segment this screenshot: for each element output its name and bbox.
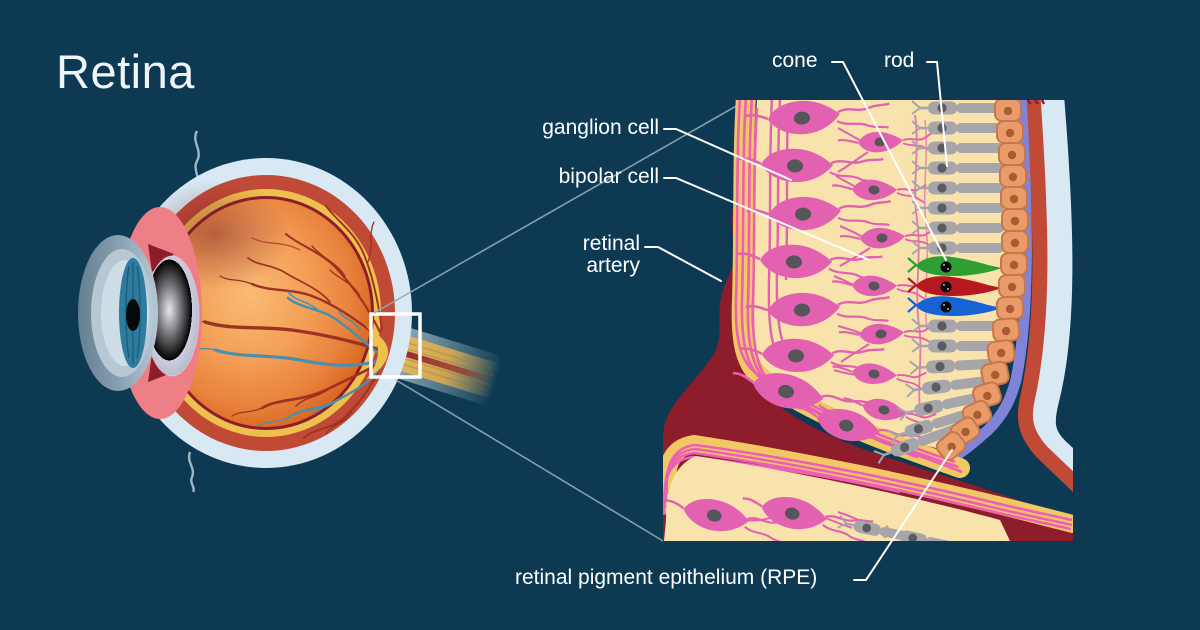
label-leader-lines [644,61,953,581]
label-cone: cone [772,49,818,72]
anterior-eye-segment [78,207,202,419]
sclera-layer [1029,100,1073,484]
label-rpe: retinal pigment epithelium (RPE) [515,566,818,589]
label-ganglion-cell: ganglion cell [542,116,659,139]
leader-rpe [853,449,953,581]
label-retinal-artery: retinal artery [582,232,640,277]
folded-retina-section [663,434,1073,541]
label-rod: rod [884,49,915,72]
nerve-squiggle-bottom [187,451,195,493]
leader-rod [926,61,948,167]
retinal-vessels-red [175,205,384,439]
eye-cross-section [78,130,503,493]
cone-cells [906,255,1004,318]
leader-retinal-artery [644,246,722,282]
retinal-artery-layer [663,100,1073,541]
leader-bipolar-cell [663,177,870,261]
choroid-layer [1017,100,1073,492]
zoom-connector-lines [373,100,746,542]
pupil [126,299,140,331]
label-bipolar-cell: bipolar cell [558,165,659,188]
leader-cone [831,61,947,261]
zoom-region-box [369,312,422,379]
retinal-vessels-blue [181,291,384,427]
retina-layers-panel [663,100,1073,541]
leader-ganglion-cell [663,128,792,181]
page-title: Retina [56,45,195,98]
